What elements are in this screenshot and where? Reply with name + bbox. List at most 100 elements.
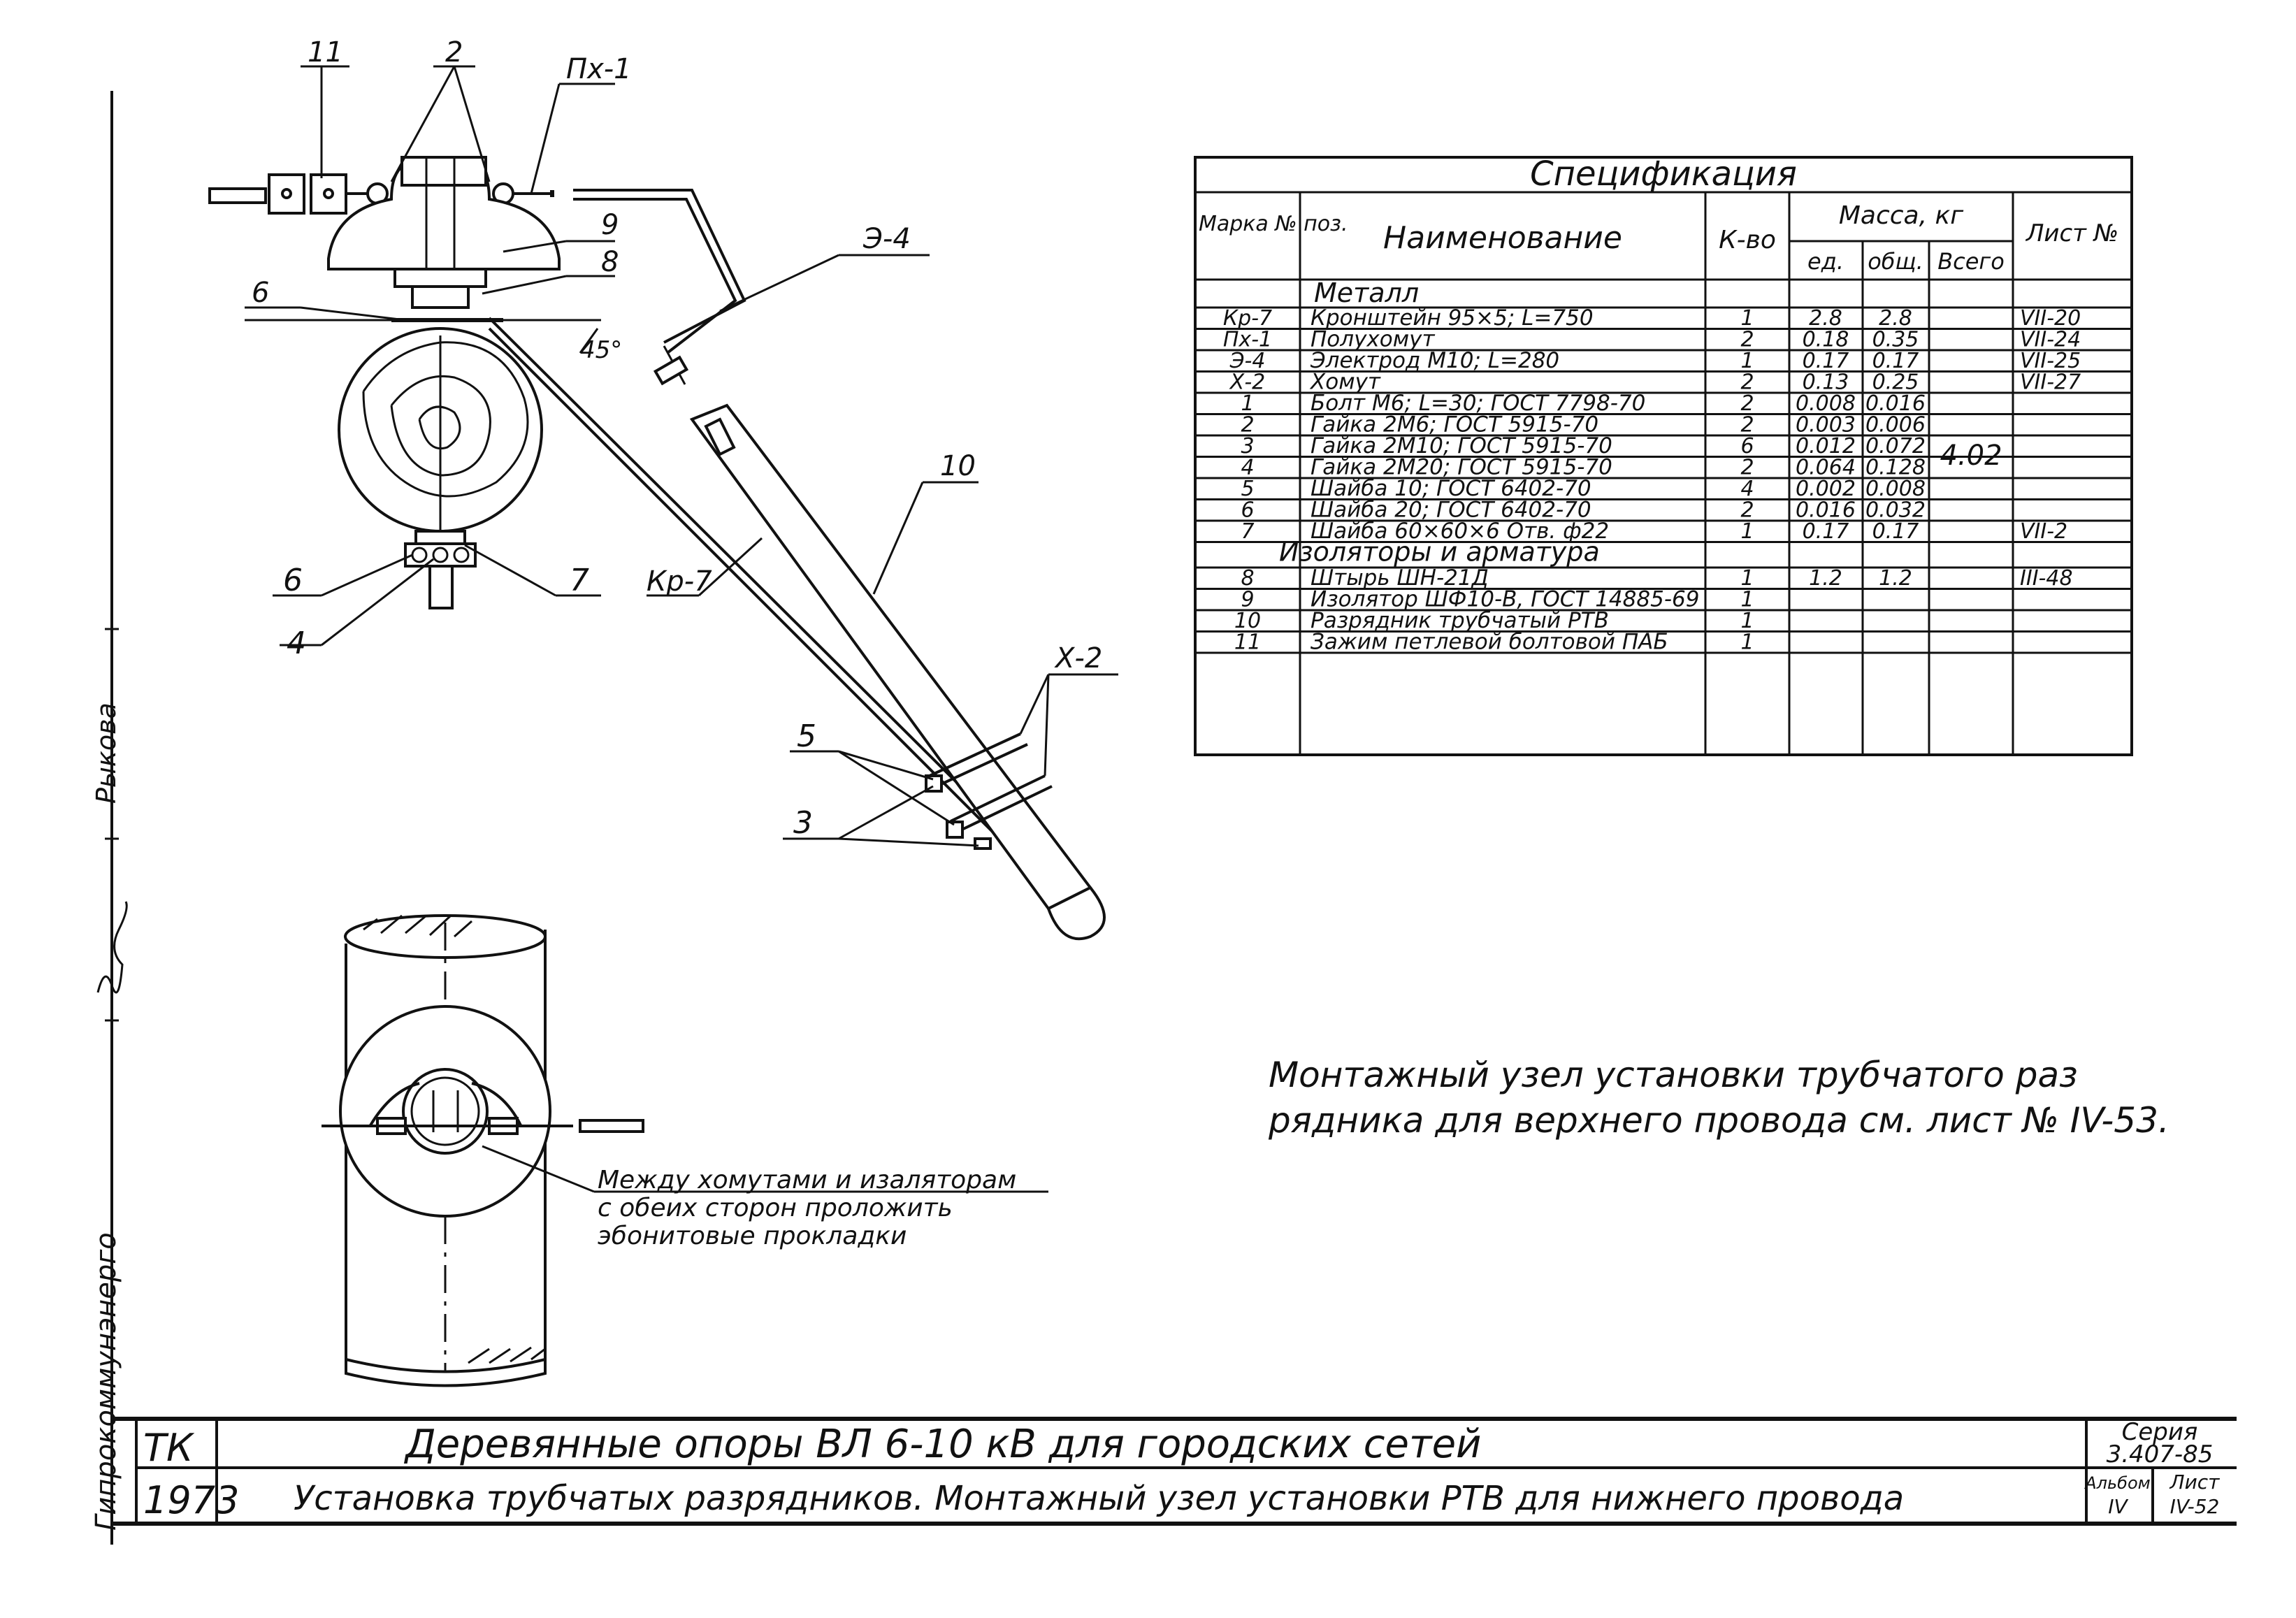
callout-kp7: Кр-7 — [647, 565, 712, 598]
spec-cell-mark: 5 — [1241, 477, 1254, 501]
spec-cell-name: Шайба 60×60×6 Отв. ф22 — [1311, 519, 1609, 544]
callout-10: 10 — [940, 450, 976, 482]
spec-cell-name: Шайба 10; ГОСТ 6402-70 — [1311, 476, 1591, 501]
spec-cell-name: Гайка 2М20; ГОСТ 5915-70 — [1311, 455, 1612, 480]
signature — [96, 901, 128, 994]
callout-e4: Э-4 — [862, 223, 911, 255]
spec-cell-unit: 1.2 — [1809, 566, 1842, 591]
spec-cell-qty: 1 — [1740, 306, 1754, 331]
spec-cell-name: Хомут — [1309, 370, 1381, 395]
spec-header-all: Всего — [1937, 248, 2005, 275]
spec-row: Х-2 Хомут 2 0.13 0.25 VII-27 — [1195, 370, 2132, 395]
title-line-1: Деревянные опоры ВЛ 6-10 кВ для городски… — [403, 1422, 1481, 1467]
spec-cell-qty: 2 — [1740, 328, 1754, 352]
spec-cell-qty: 1 — [1740, 566, 1754, 591]
spec-cell-mark: 1 — [1241, 391, 1254, 416]
spec-cell-total: 0.17 — [1872, 519, 1919, 544]
spec-cell-unit: 0.17 — [1803, 519, 1849, 544]
callout-8: 8 — [601, 246, 619, 278]
spec-cell-name: Разрядник трубчатый РТВ — [1311, 608, 1609, 633]
bracket-kr7 — [488, 317, 1029, 861]
spec-cell-total: 0.25 — [1872, 370, 1919, 395]
side-stamp-name: Рыкова — [91, 702, 122, 804]
callout-7: 7 — [570, 563, 589, 598]
spec-cell-qty: 1 — [1740, 588, 1754, 612]
spec-cell-sheet: III-48 — [2020, 566, 2073, 591]
spec-cell-name: Штырь ШН-21Д — [1311, 565, 1489, 591]
main-note-line-1: Монтажный узел установки трубчатого раз — [1269, 1055, 2078, 1095]
spec-cell-unit: 0.002 — [1796, 477, 1856, 501]
spec-header-name: Наименование — [1383, 220, 1622, 256]
spec-cell-total: 0.006 — [1865, 413, 1926, 438]
specification-table: Спецификация Марка № поз. Наименование К… — [1194, 154, 2133, 756]
spec-cell-mark: Кр-7 — [1223, 306, 1272, 331]
spec-cell-name: Шайба 20; ГОСТ 6402-70 — [1311, 498, 1591, 523]
spec-cell-unit: 0.008 — [1796, 391, 1856, 416]
spec-cell-name: Гайка 2М10; ГОСТ 5915-70 — [1311, 433, 1612, 458]
spec-header-qty: К-во — [1719, 226, 1776, 254]
spec-cell-total: 0.128 — [1865, 456, 1926, 480]
callout-3: 3 — [793, 805, 813, 841]
spec-cell-sheet: VII-27 — [2020, 370, 2081, 395]
spec-header-mark: Марка № поз. — [1199, 212, 1348, 236]
sheet-value: IV-52 — [2170, 1495, 2220, 1518]
spec-cell-total: 0.17 — [1872, 349, 1919, 373]
title-year: 1973 — [143, 1478, 239, 1522]
spec-cell-qty: 1 — [1740, 609, 1754, 633]
spec-cell-qty: 2 — [1740, 456, 1754, 480]
spec-cell-name: Изолятор ШФ10-В, ГОСТ 14885-69 — [1311, 587, 1699, 612]
spec-cell-mark: 7 — [1241, 519, 1254, 544]
insulator-9 — [327, 156, 561, 309]
series-label: Серия — [2122, 1418, 2198, 1446]
spec-cell-total: 1.2 — [1879, 566, 1912, 591]
spec-row: 8 Штырь ШН-21Д 1 1.2 1.2 III-48 — [1195, 565, 2132, 591]
spec-cell-unit: 0.13 — [1803, 370, 1849, 395]
spec-cell-total: 2.8 — [1879, 306, 1912, 331]
spec-cell-name: Болт М6; L=30; ГОСТ 7798-70 — [1311, 391, 1645, 416]
spec-cell-mark: Х-2 — [1229, 370, 1265, 395]
spec-header-total: общ. — [1868, 248, 1923, 275]
spec-cell-name: Полухомут — [1311, 327, 1435, 352]
main-note-line-2: рядника для верхнего провода см. лист № … — [1268, 1100, 2169, 1141]
spec-cell-qty: 2 — [1740, 391, 1754, 416]
spec-cell-qty: 1 — [1740, 349, 1754, 373]
spec-cell-sheet: VII-20 — [2020, 306, 2081, 331]
spec-cell-total: 0.072 — [1865, 434, 1926, 458]
assembly-drawing: 11 2 Пх-1 Э-4 9 8 6 45° 10 6 4 7 Кр-7 Х-… — [208, 36, 1118, 941]
album-value: IV — [2108, 1495, 2128, 1518]
spec-cell-qty: 1 — [1740, 519, 1754, 544]
electrode-e4 — [573, 189, 746, 354]
spec-section-metal: Металл — [1314, 277, 1419, 308]
spec-cell-unit: 0.016 — [1796, 498, 1856, 523]
callout-6-bottom: 6 — [283, 563, 303, 598]
spec-cell-qty: 2 — [1740, 498, 1754, 523]
series-value: 3.407-85 — [2107, 1440, 2214, 1468]
spec-cell-name: Зажим петлевой болтовой ПАБ — [1311, 630, 1668, 655]
spec-section-insulators: Изоляторы и арматура — [1279, 537, 1600, 568]
spec-cell-name: Кронштейн 95×5; L=750 — [1311, 305, 1594, 331]
callout-6-top: 6 — [252, 277, 269, 309]
clamp-assembly — [208, 173, 554, 215]
spec-cell-qty: 2 — [1740, 370, 1754, 395]
pole-section — [338, 327, 543, 609]
detail-view: Между хомутами и изаляторам с обеих стор… — [322, 914, 1048, 1387]
spec-cell-sheet: VII-24 — [2020, 328, 2081, 352]
spec-cell-mark: 3 — [1241, 434, 1254, 458]
spec-mass-all: 4.02 — [1940, 440, 2002, 472]
spec-header-mass: Масса, кг — [1839, 201, 1964, 230]
spec-cell-total: 0.008 — [1865, 477, 1926, 501]
spec-cell-name: Электрод М10; L=280 — [1310, 348, 1559, 373]
title-tk: ТК — [143, 1426, 195, 1470]
spec-header-unit: ед. — [1807, 248, 1844, 275]
spec-cell-mark: 8 — [1241, 566, 1254, 591]
spec-cell-qty: 6 — [1740, 434, 1754, 458]
